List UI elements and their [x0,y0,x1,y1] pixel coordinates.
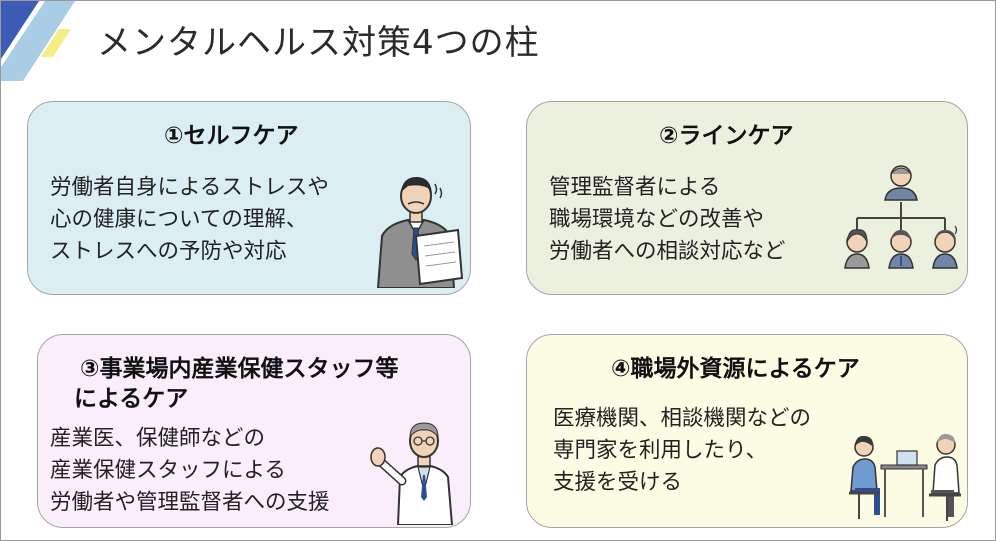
card-line: 産業保健スタッフによる [50,458,286,483]
consultation-icon [849,433,961,521]
card-line: 職場環境などの改善や [549,207,765,232]
card-title-line-1: ③事業場内産業保健スタッフ等 [80,356,399,382]
card-line: ストレスへの予防や対応 [50,239,287,264]
card-body: 医療機関、相談機関などの 専門家を利用したり、 支援を受ける [553,403,811,499]
card-line: 支援を受ける [553,470,683,495]
card-line: 心の健康についての理解、 [50,207,308,232]
slide-title: メンタルヘルス対策4つの柱 [97,23,540,63]
org-chart-icon [844,165,958,269]
card-line: 管理監督者による [549,175,721,200]
stressed-worker-icon [376,176,464,288]
card-line: 医療機関、相談機関などの [553,406,812,431]
card-line: 労働者や管理監督者への支援 [50,490,330,515]
card-line: 産業医、保健師などの [50,426,266,451]
card-title-line-2: によるケア [74,386,189,412]
card-title: ①セルフケア [164,123,299,149]
card-self-care: ①セルフケア 労働者自身によるストレスや 心の健康についての理解、 ストレスへの… [27,101,471,295]
card-line-care: ②ラインケア 管理監督者による 職場環境などの改善や 労働者への相談対応など [526,101,968,295]
card-line: 労働者への相談対応など [549,239,786,264]
card-body: 労働者自身によるストレスや 心の健康についての理解、 ストレスへの予防や対応 [50,172,329,268]
card-title: ②ラインケア [659,123,794,149]
corner-stripes-icon [1,1,75,81]
card-external-care: ④職場外資源によるケア 医療機関、相談機関などの 専門家を利用したり、 支援を受… [526,334,968,528]
doctor-icon [370,422,454,525]
card-line: 専門家を利用したり、 [553,438,768,463]
card-body: 産業医、保健師などの 産業保健スタッフによる 労働者や管理監督者への支援 [50,423,330,519]
card-staff-care: ③事業場内産業保健スタッフ等 によるケア 産業医、保健師などの 産業保健スタッフ… [37,334,471,528]
card-title: ④職場外資源によるケア [611,356,860,382]
card-line: 労働者自身によるストレスや [50,175,329,200]
card-body: 管理監督者による 職場環境などの改善や 労働者への相談対応など [549,172,786,268]
